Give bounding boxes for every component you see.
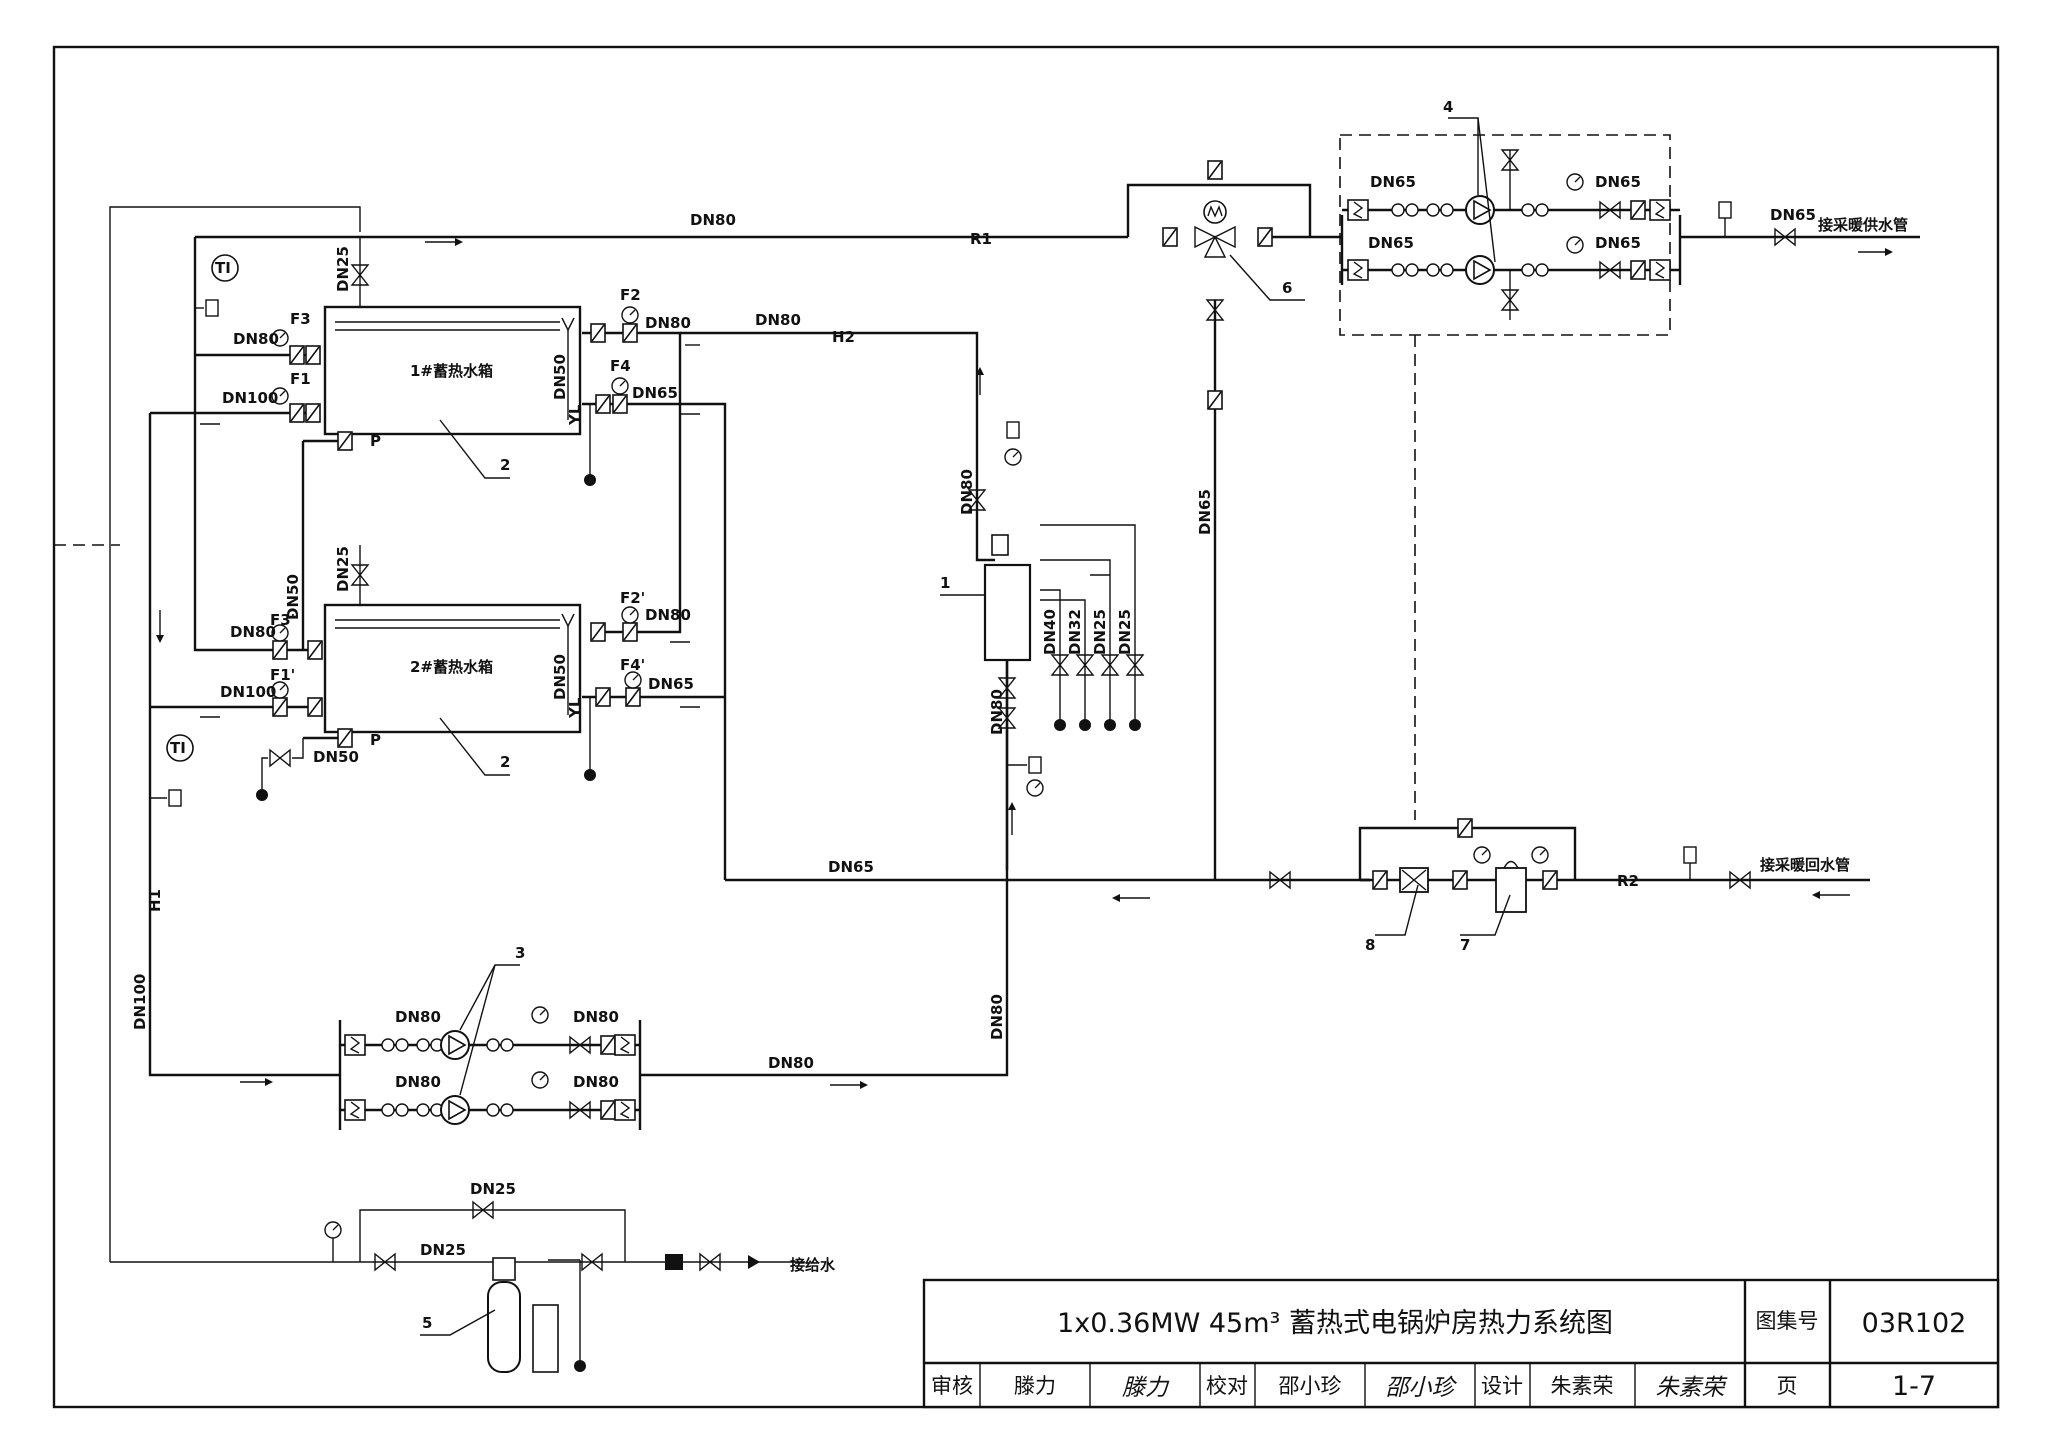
label-dn80-pump-out: DN80 (768, 1054, 814, 1072)
label-dn25-makeup: DN25 (420, 1241, 466, 1259)
callout-7: 7 (1460, 936, 1470, 954)
label-p1: P (370, 432, 381, 450)
reviewer-name: 滕力 (1014, 1374, 1056, 1398)
electric-boiler (983, 534, 1032, 662)
dirt-separator-7 (1495, 867, 1527, 913)
label-dn40: DN40 (1041, 609, 1059, 655)
storage-tank-2 (323, 603, 591, 770)
label-dn50-drain: DN50 (313, 748, 359, 766)
pump-set-4 (1340, 149, 1682, 320)
label-ti1: TI (215, 259, 231, 277)
label-dn65-main: DN65 (828, 858, 874, 876)
label-dn25-a: DN25 (1091, 609, 1109, 655)
label-dn25-vent2: DN25 (334, 546, 352, 592)
label-dn50-link: DN50 (284, 574, 302, 620)
designer-name: 朱素荣 (1551, 1374, 1614, 1398)
callout-2a: 2 (500, 456, 510, 474)
callout-2b: 2 (500, 753, 510, 771)
pump-set-3 (338, 1006, 642, 1130)
designer-signature: 朱素荣 (1656, 1375, 1729, 1401)
label-f2p: F2' (620, 589, 645, 607)
label-h2: H2 (832, 328, 855, 346)
label-dn25-bypass: DN25 (470, 1180, 516, 1198)
label-dn25-vent1: DN25 (334, 246, 352, 292)
diagram-labels: DN80 R1 R2 H2 DN80 DN80 DN100 DN80 DN100… (131, 98, 1908, 1332)
label-dn80-f2p: DN80 (645, 606, 691, 624)
label-dn100-f1p: DN100 (220, 683, 276, 701)
label-dn80-pump3c: DN80 (573, 1008, 619, 1026)
checker-signature: 邵小珍 (1386, 1375, 1458, 1401)
label-dn80-f3p: DN80 (230, 623, 276, 641)
callout-1: 1 (940, 574, 950, 592)
callout-5: 5 (422, 1314, 432, 1332)
label-dn65-f4p: DN65 (648, 675, 694, 693)
callout-6: 6 (1282, 279, 1292, 297)
label-f2: F2 (620, 286, 641, 304)
label-dn65-pump4c: DN65 (1595, 173, 1641, 191)
designer-label: 设计 (1481, 1374, 1523, 1398)
reviewer-signature: 滕力 (1122, 1375, 1170, 1401)
label-dn100-f1: DN100 (222, 389, 278, 407)
label-dn65-pump4b: DN65 (1368, 234, 1414, 252)
label-dn65-pump4d: DN65 (1595, 234, 1641, 252)
checker-label: 校对 (1206, 1374, 1248, 1398)
label-dn80-riser: DN80 (988, 994, 1006, 1040)
label-return-connection: 接采暖回水管 (1760, 856, 1850, 874)
callout-4: 4 (1443, 98, 1453, 116)
label-ti2: TI (170, 739, 186, 757)
reviewer-label: 审核 (931, 1374, 973, 1398)
callout-leaders (420, 117, 1511, 1336)
callout-3: 3 (515, 944, 525, 962)
label-dn80-h2: DN80 (755, 311, 801, 329)
label-dn50-tank2: DN50 (551, 654, 569, 700)
label-yl2: YL (566, 697, 584, 719)
label-dn100-riser: DN100 (131, 974, 149, 1030)
atlas-number: 03R102 (1862, 1308, 1967, 1339)
page-label: 页 (1777, 1374, 1798, 1398)
label-dn80-pump3a: DN80 (395, 1008, 441, 1026)
label-dn80-pump3b: DN80 (395, 1073, 441, 1091)
label-f4p: F4' (620, 656, 645, 674)
label-supply-connection: 接采暖供水管 (1818, 216, 1908, 234)
label-yl1-visible: YL (566, 404, 584, 426)
label-dn80-main: DN80 (690, 211, 736, 229)
label-f4: F4 (610, 357, 631, 375)
label-r1: R1 (970, 230, 992, 248)
label-dn50-tank1: DN50 (551, 354, 569, 400)
label-dn80-f2: DN80 (645, 314, 691, 332)
label-h1: H1 (146, 889, 164, 912)
drawing-title: 1x0.36MW 45m³ 蓄热式电锅炉房热力系统图 (1057, 1308, 1613, 1339)
label-dn65-f4: DN65 (632, 384, 678, 402)
label-f3p: F3' (270, 611, 295, 629)
page-number: 1-7 (1892, 1371, 1936, 1402)
circulation-pump-skid-boundary (1339, 134, 1671, 336)
label-r2: R2 (1617, 872, 1639, 890)
water-softener-5 (487, 1281, 521, 1373)
label-dn65-riser: DN65 (1196, 489, 1214, 535)
label-f3: F3 (290, 310, 311, 328)
label-dn80-boiler-in: DN80 (958, 469, 976, 515)
label-dn80-pump3d: DN80 (573, 1073, 619, 1091)
tank2-label: 2#蓄热水箱 (410, 658, 493, 676)
label-dn65-pump4a: DN65 (1370, 173, 1416, 191)
storage-tank-1 (323, 305, 591, 475)
flow-arrows (156, 238, 1893, 1089)
callout-8: 8 (1365, 936, 1375, 954)
label-dn80-boiler-out: DN80 (988, 689, 1006, 735)
label-p2: P (370, 731, 381, 749)
label-makeup-connection: 接给水 (790, 1256, 836, 1274)
checker-name: 邵小珍 (1279, 1374, 1342, 1398)
label-dn32: DN32 (1066, 609, 1084, 655)
atlas-label: 图集号 (1756, 1309, 1819, 1333)
title-block: 1x0.36MW 45m³ 蓄热式电锅炉房热力系统图 图集号 03R102 审核… (922, 1278, 2000, 1409)
label-dn80-f3: DN80 (233, 330, 279, 348)
label-f1: F1 (290, 370, 311, 388)
label-dn65-supply: DN65 (1770, 206, 1816, 224)
tank1-label: 1#蓄热水箱 (410, 362, 493, 380)
label-f1p: F1' (270, 666, 295, 684)
valves (150, 160, 1796, 1373)
label-dn25-b: DN25 (1116, 609, 1134, 655)
